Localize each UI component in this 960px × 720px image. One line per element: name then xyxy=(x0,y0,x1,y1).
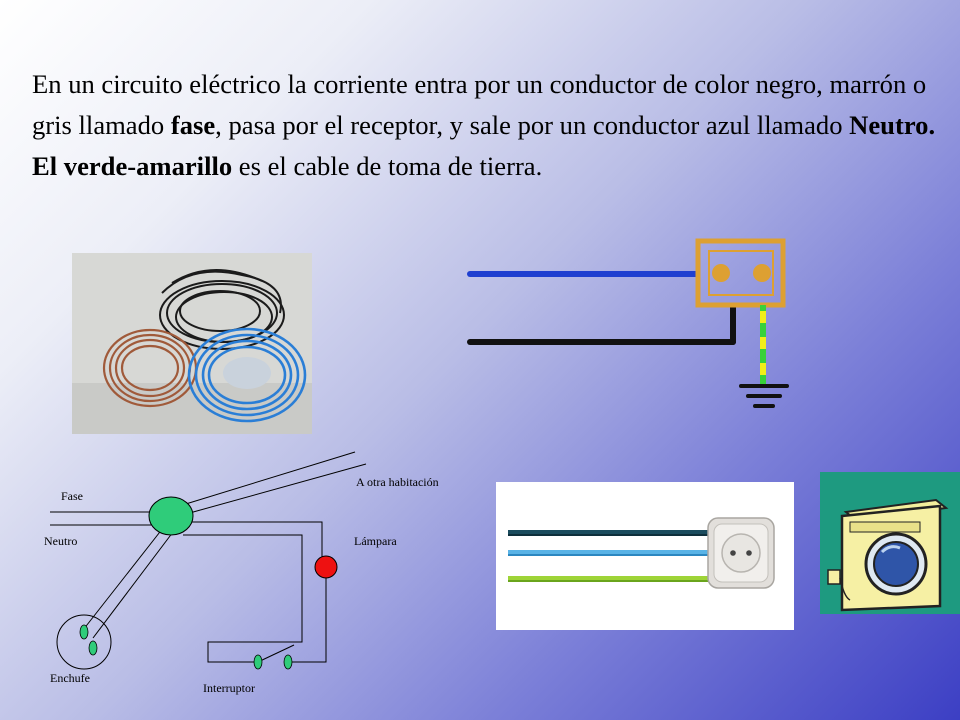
label-otra-habitacion: A otra habitación xyxy=(356,475,439,489)
socket-wiring-diagram xyxy=(465,236,795,416)
circuit-diagram xyxy=(38,450,378,700)
label-interruptor: Interruptor xyxy=(203,681,255,695)
paragraph-text-2: , pasa por el receptor, y sale por un co… xyxy=(215,110,850,140)
label-lampara: Lámpara xyxy=(354,534,397,548)
paragraph-bold-neutro: Neutro. El verde-amarillo xyxy=(32,110,936,181)
paragraph-bold-fase: fase xyxy=(170,110,216,140)
ground-symbol xyxy=(739,384,789,408)
switch-contact xyxy=(283,654,293,670)
washing-machine-illustration xyxy=(820,472,960,614)
lamp xyxy=(314,555,338,579)
label-fase: Fase xyxy=(61,489,83,503)
label-neutro: Neutro xyxy=(44,534,78,548)
plug-pin xyxy=(79,624,89,640)
cable-coils-photo xyxy=(72,253,312,434)
junction-box xyxy=(148,496,194,536)
paragraph-text-3: es el cable de toma de tierra. xyxy=(232,151,543,181)
wall-socket-illustration xyxy=(496,482,794,630)
label-enchufe: Enchufe xyxy=(50,671,90,685)
switch-contact xyxy=(253,654,263,670)
plug-pin xyxy=(88,640,98,656)
description-paragraph: En un circuito eléctrico la corriente en… xyxy=(32,64,947,187)
paragraph-text-1: En un circuito eléctrico la corriente en… xyxy=(32,69,927,140)
socket-box xyxy=(695,238,786,308)
